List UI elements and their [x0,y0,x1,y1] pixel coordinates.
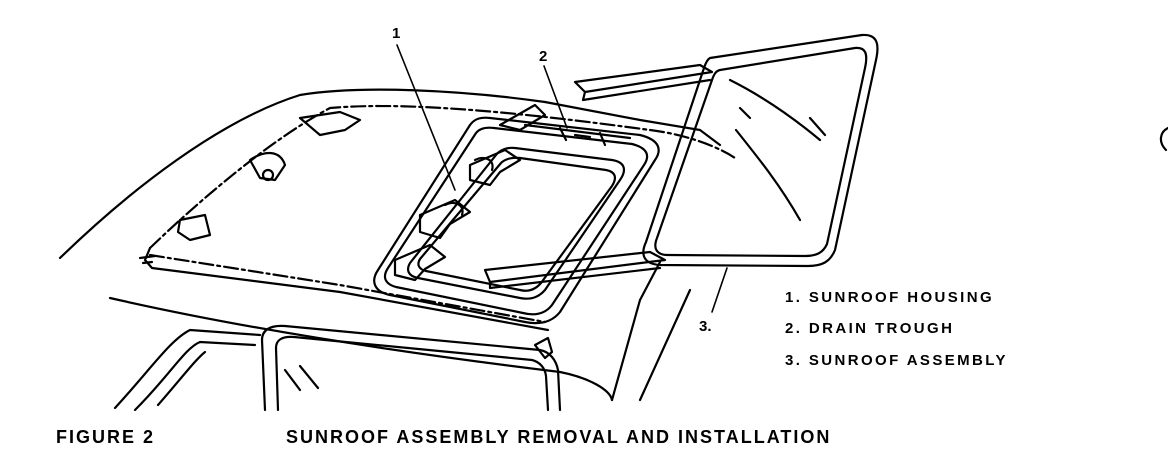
roof-flange [138,104,737,360]
legend-item-sunroof-housing: 1. SUNROOF HOUSING [785,289,995,306]
sunroof-glass-panel [642,33,879,268]
guide-rails [483,63,714,290]
figure-title: SUNROOF ASSEMBLY REMOVAL AND INSTALLATIO… [286,427,832,447]
window-frames [113,324,562,412]
legend-item-sunroof-assembly: 3. SUNROOF ASSEMBLY [785,352,1008,369]
figure-label: FIGURE 2 [56,427,156,447]
roof-outline [58,88,722,402]
callout-3: 3. [699,318,712,335]
edge-mark [1159,126,1168,152]
leader-lines [396,44,728,313]
callout-1: 1 [392,25,401,42]
legend-item-drain-trough: 2. DRAIN TROUGH [785,320,955,337]
sunroof-housing [373,103,660,325]
callout-2: 2 [539,48,548,65]
